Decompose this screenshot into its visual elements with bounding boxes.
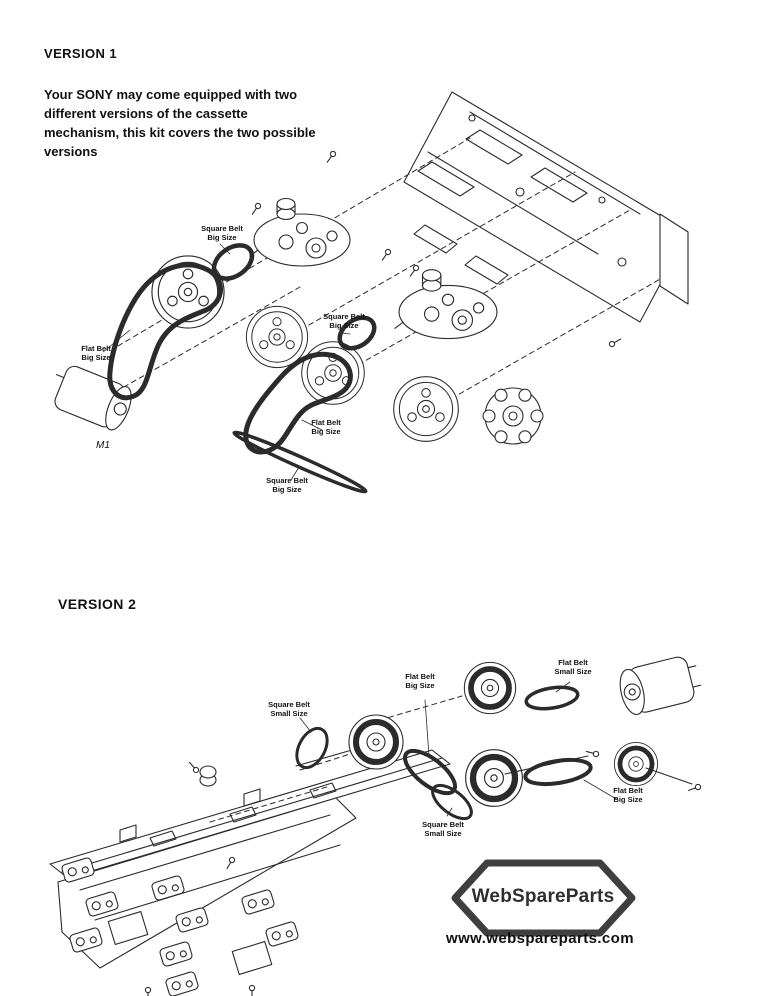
label-line: Flat Belt (558, 658, 588, 667)
flat-belt-mid (243, 351, 353, 455)
label-line: Small Size (554, 667, 592, 677)
v2-label-square-belt-small-1: Square Belt Small Size (256, 700, 322, 719)
roller-pulley-c (614, 742, 657, 785)
label-line: Big Size (329, 321, 359, 331)
pulley-flywheel (393, 376, 459, 442)
label-line: Big Size (207, 233, 237, 243)
version1-description: Your SONY may come equipped with two dif… (44, 87, 316, 159)
label-line: Square Belt (422, 820, 464, 829)
gear-wheel (482, 387, 544, 445)
label-line: Big Size (81, 353, 111, 363)
chassis-rail (49, 749, 451, 879)
v1-label-square-belt-long: Square Belt Big Size (256, 476, 318, 495)
v2-label-flat-belt-small: Flat Belt Small Size (542, 658, 604, 677)
chassis-plate (403, 91, 689, 323)
v2-label-square-belt-small-2: Square Belt Small Size (410, 820, 476, 839)
version2-heading: VERSION 2 (58, 596, 137, 612)
flat-belt-left (107, 262, 223, 401)
v2-label-flat-belt-big-2: Flat Belt Big Size (600, 786, 656, 805)
mechanism-assembly-2 (394, 269, 498, 340)
pulley-center-1 (245, 305, 309, 369)
label-line: Square Belt (323, 312, 365, 321)
v2-label-flat-belt-big-1: Flat Belt Big Size (392, 672, 448, 691)
motor-v2 (619, 656, 702, 715)
version2-diagram-illustration (49, 656, 702, 996)
v1-label-flat-belt-mid: Flat Belt Big Size (300, 418, 352, 437)
label-line: Flat Belt (405, 672, 435, 681)
pads (107, 911, 273, 975)
label-line: Square Belt (266, 476, 308, 485)
label-line: Big Size (613, 795, 643, 805)
label-line: Small Size (424, 829, 462, 839)
leader-lines-v1 (102, 243, 351, 481)
bracket (199, 765, 217, 787)
square-belt-mid (337, 315, 377, 351)
roller-pulley-b (466, 750, 523, 807)
label-line: Square Belt (201, 224, 243, 233)
square-belt-small-2 (431, 783, 473, 821)
flat-belt-big-2 (523, 757, 593, 787)
label-line: Flat Belt (613, 786, 643, 795)
roller-pulley-a (349, 715, 403, 769)
webspareparts-logo-text: WebSpareParts (471, 886, 615, 907)
roller-pulley-d (464, 662, 515, 713)
leader-lines-v2 (299, 681, 619, 817)
belts-v1 (107, 243, 377, 494)
label-line: Flat Belt (81, 344, 111, 353)
logo-hexagon (451, 859, 636, 937)
version1-diagram-illustration (54, 91, 689, 494)
v1-label-flat-belt-left: Flat Belt Big Size (70, 344, 122, 363)
label-line: Small Size (270, 709, 308, 719)
mechanism-assembly-1 (249, 197, 351, 267)
label-line: Big Size (405, 681, 435, 691)
motor-m1-label: M1 (96, 440, 110, 451)
square-belt-small-1 (295, 726, 329, 770)
version1-heading: VERSION 1 (44, 46, 117, 61)
label-line: Square Belt (268, 700, 310, 709)
square-belt-long (232, 430, 368, 494)
v1-label-square-belt-top: Square Belt Big Size (192, 224, 252, 243)
flat-belt-small (524, 685, 580, 711)
label-line: Big Size (311, 427, 341, 437)
v1-label-square-belt-mid: Square Belt Big Size (314, 312, 374, 331)
label-line: Big Size (272, 485, 302, 495)
website-url: www.webspareparts.com (446, 930, 634, 947)
label-line: Flat Belt (311, 418, 341, 427)
